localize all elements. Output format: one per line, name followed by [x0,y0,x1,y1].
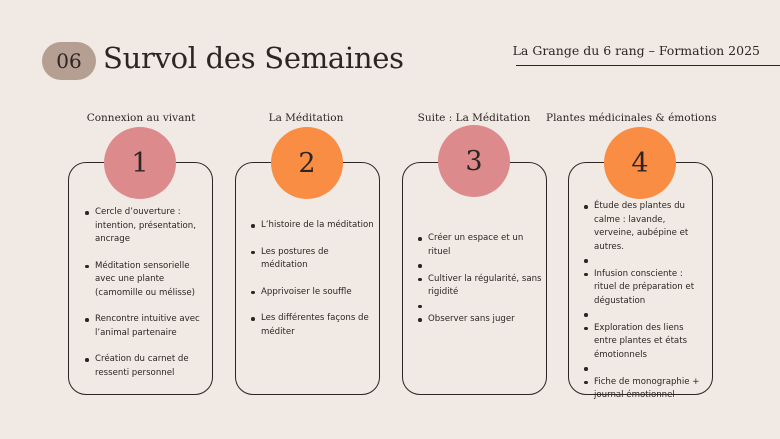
week-number-3: 3 [465,145,483,177]
list-item: Créer un espace et un rituel [417,232,543,259]
week-items-2: L’histoire de la méditation Les postures… [250,219,375,339]
column-heading-4: Plantes médicinales & émotions [546,112,717,124]
list-item: Observer sans juger [417,313,543,327]
list-item: Les différentes façons de méditer [250,312,375,339]
list-item: Infusion consciente : rituel de préparat… [583,268,707,309]
column-heading-3: Suite : La Méditation [417,112,531,124]
week-items-4: Étude des plantes du calme : lavande, ve… [583,200,707,403]
week-number-2: 2 [298,147,316,179]
week-number-circle-3: 3 [438,125,510,197]
list-item: L’histoire de la méditation [250,219,375,233]
section-number-badge: 06 [42,42,96,80]
list-item: Les postures de méditation [250,246,375,273]
week-number-circle-1: 1 [104,127,176,199]
section-number: 06 [56,49,82,73]
list-item [417,259,543,273]
week-number-circle-2: 2 [271,127,343,199]
list-item [583,308,707,322]
list-item: Apprivoiser le souffle [250,286,375,300]
list-item: Fiche de monographie + journal émotionne… [583,376,707,403]
list-item: Création du carnet de ressenti personnel [84,353,212,380]
list-item: Rencontre intuitive avec l’animal parten… [84,313,212,340]
list-item [583,362,707,376]
list-item: Cultiver la régularité, sans rigidité [417,273,543,300]
week-number-1: 1 [131,147,149,179]
page-title: Survol des Semaines [103,41,404,75]
week-items-3: Créer un espace et un rituel Cultiver la… [417,232,543,327]
list-item: Méditation sensorielle avec une plante (… [84,260,212,301]
list-item: Étude des plantes du calme : lavande, ve… [583,200,707,254]
list-item [583,254,707,268]
list-item [417,300,543,314]
list-item: Exploration des liens entre plantes et é… [583,322,707,363]
column-heading-2: La Méditation [268,112,344,124]
week-items-1: Cercle d’ouverture : intention, présenta… [84,206,212,380]
column-heading-1: Connexion au vivant [86,112,196,124]
week-number-4: 4 [631,147,649,179]
page-subtitle: La Grange du 6 rang – Formation 2025 [512,43,760,58]
subtitle-underline [516,65,780,66]
list-item: Cercle d’ouverture : intention, présenta… [84,206,212,247]
week-number-circle-4: 4 [604,127,676,199]
